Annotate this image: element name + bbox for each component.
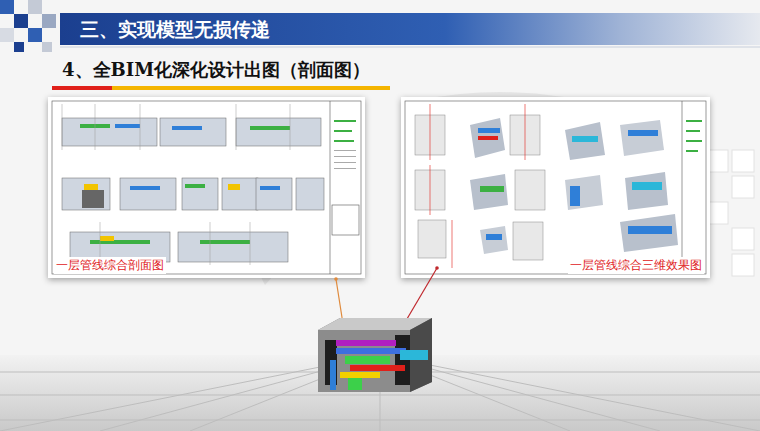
drawing-panel: 一层管线综合三维效果图	[401, 97, 710, 278]
panel-caption: 一层管线综合剖面图	[54, 257, 166, 274]
section-heading: 4、全BIM化深化设计出图（剖面图）	[62, 58, 370, 82]
drawing-panel: 一层管线综合剖面图	[48, 97, 365, 278]
panel-caption: 一层管线综合三维效果图	[568, 257, 704, 274]
slide-title: 三、实现模型无损传递	[80, 17, 270, 43]
